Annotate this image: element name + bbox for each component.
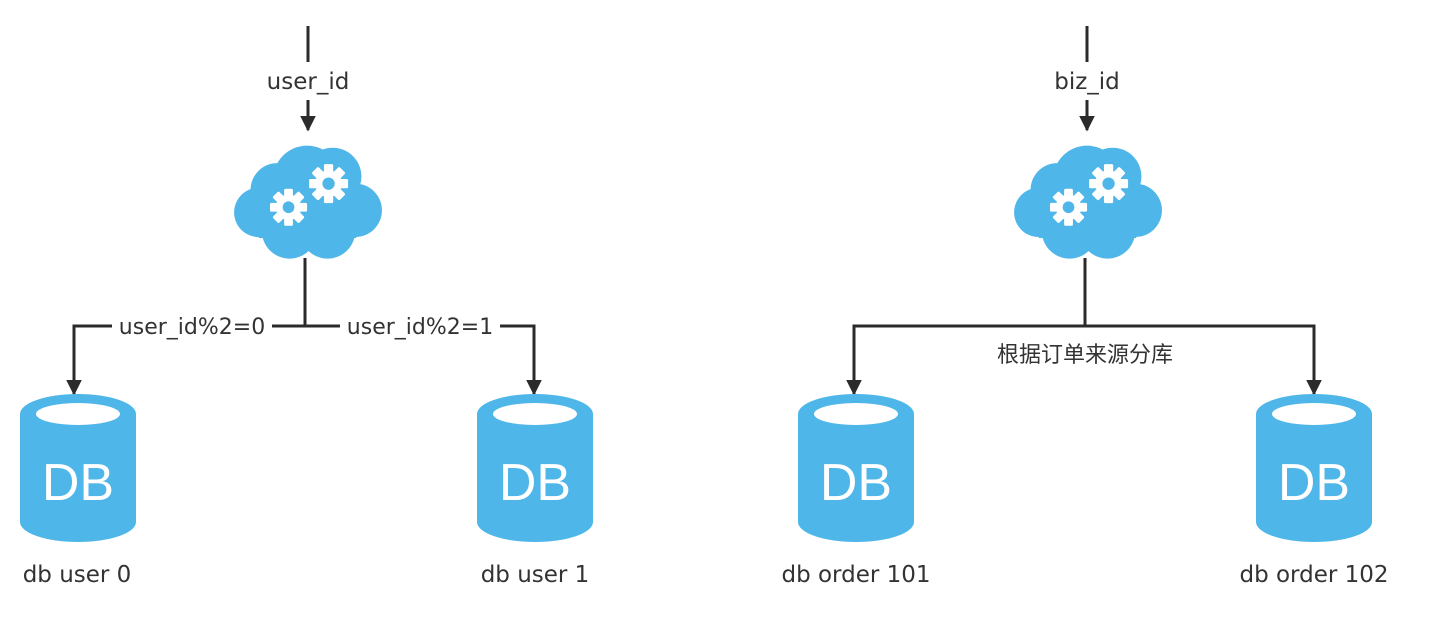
left-flow: user_id user_id%2=0 user_id%2=1 DB db us… (20, 26, 593, 588)
db-caption: db order 102 (1239, 562, 1388, 588)
db-caption: db user 0 (23, 562, 132, 588)
right-edge-to-db-order-101 (846, 324, 1085, 396)
right-router-cloud-icon (1014, 146, 1162, 259)
left-router-cloud-icon (234, 146, 382, 259)
db-user-0-node: DB db user 0 (20, 394, 136, 588)
db-caption: db user 1 (481, 562, 590, 588)
right-input-label: biz_id (1054, 69, 1120, 95)
edge-label-split-by-order-source: 根据订单来源分库 (997, 343, 1173, 368)
db-icon-text: DB (499, 454, 571, 512)
db-icon-text: DB (1278, 454, 1350, 512)
db-caption: db order 101 (781, 562, 930, 588)
edge-label-user-mod-1: user_id%2=1 (347, 315, 493, 340)
left-input-label: user_id (267, 69, 350, 95)
db-icon-text: DB (820, 454, 892, 512)
right-flow: biz_id 根据订单来源分库 DB db order 101 DB db or… (781, 26, 1389, 588)
db-user-1-node: DB db user 1 (477, 394, 593, 588)
db-order-101-node: DB db order 101 (781, 394, 931, 588)
db-icon-text: DB (42, 454, 114, 512)
edge-label-user-mod-0: user_id%2=0 (119, 315, 265, 340)
right-edge-to-db-order-102 (1085, 324, 1322, 396)
db-order-102-node: DB db order 102 (1239, 394, 1389, 588)
